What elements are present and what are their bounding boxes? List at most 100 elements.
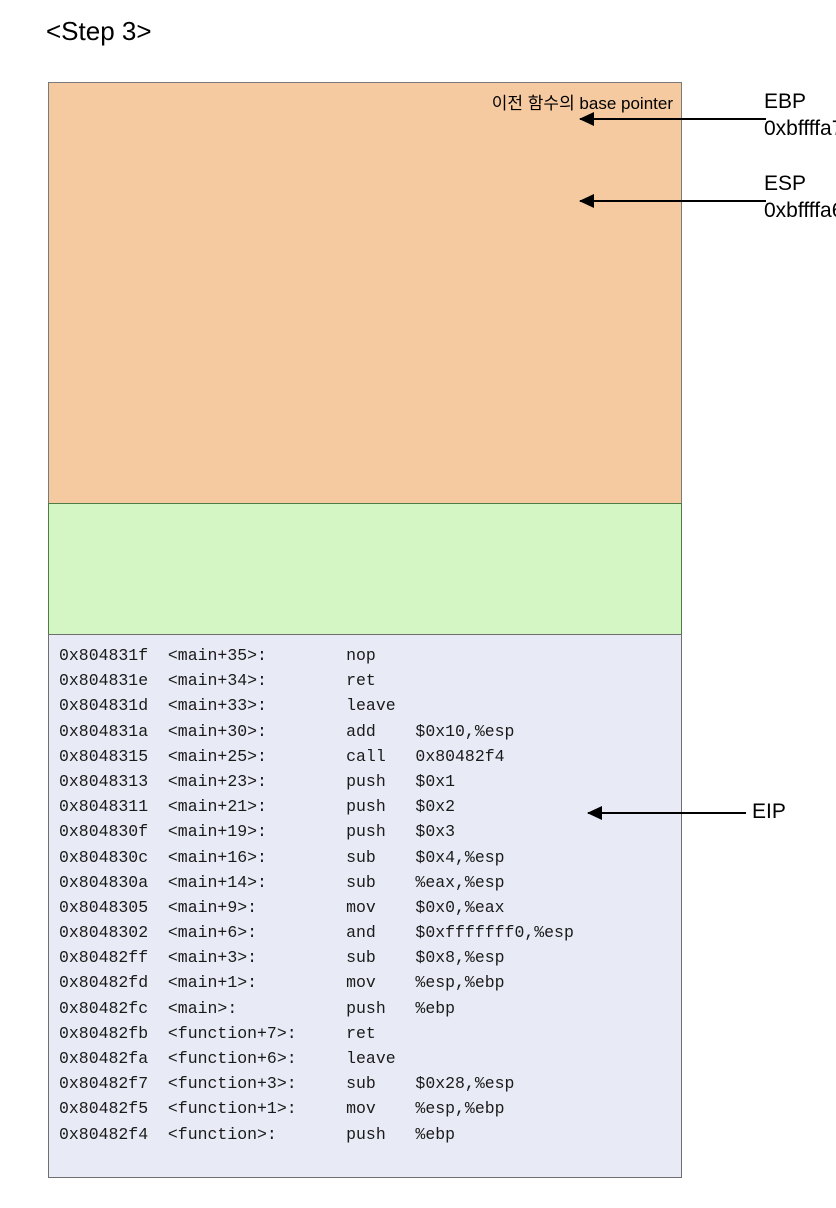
disassembly-operands: $0x28,%esp bbox=[415, 1074, 515, 1094]
disassembly-symbol: <main+30>: bbox=[167, 721, 267, 741]
disassembly-address: 0x804830a bbox=[59, 872, 149, 892]
disassembly-mnemonic: push bbox=[346, 771, 386, 791]
disassembly-row: 0x804830a <main+14>: sub %eax,%esp bbox=[59, 870, 574, 895]
disassembly-symbol: <main+9>: bbox=[167, 897, 258, 917]
disassembly-mnemonic: push bbox=[346, 797, 386, 817]
disassembly-address: 0x8048313 bbox=[59, 771, 149, 791]
stack-segment-orange: 이전 함수의 base pointer bbox=[48, 82, 682, 504]
disassembly-address: 0x804831d bbox=[59, 696, 149, 716]
disassembly-row: 0x804831d <main+33>: leave bbox=[59, 693, 574, 718]
disassembly-mnemonic: leave bbox=[346, 1049, 396, 1068]
disassembly-mnemonic: mov bbox=[346, 897, 376, 917]
disassembly-symbol: <main+1>: bbox=[167, 973, 258, 993]
disassembly-address: 0x80482fd bbox=[59, 973, 149, 993]
disassembly-mnemonic: sub bbox=[346, 1074, 376, 1094]
disassembly-address: 0x80482f5 bbox=[59, 1099, 149, 1119]
disassembly-operands: %ebp bbox=[415, 998, 456, 1018]
eip-annotation: EIP bbox=[752, 798, 786, 825]
disassembly-mnemonic: sub bbox=[346, 847, 376, 867]
disassembly-symbol: <main+19>: bbox=[167, 822, 267, 842]
disassembly-address: 0x8048302 bbox=[59, 923, 149, 943]
disassembly-symbol: <function+7>: bbox=[167, 1023, 297, 1043]
disassembly-panel: 0x804831f <main+35>: nop 0x804831e <main+34>… bbox=[48, 634, 682, 1178]
disassembly-symbol: <main+21>: bbox=[167, 797, 267, 817]
esp-register-label: ESP bbox=[764, 172, 807, 195]
disassembly-mnemonic: sub bbox=[346, 948, 376, 968]
disassembly-mnemonic: nop bbox=[346, 646, 376, 665]
disassembly-symbol: <function>: bbox=[167, 1124, 277, 1144]
disassembly-address: 0x80482fa bbox=[59, 1049, 149, 1068]
disassembly-address: 0x804830c bbox=[59, 847, 149, 867]
disassembly-symbol: <function+6>: bbox=[167, 1049, 297, 1068]
disassembly-symbol: <main+23>: bbox=[167, 771, 267, 791]
disassembly-operands: $0xfffffff0,%esp bbox=[415, 923, 574, 943]
disassembly-row: 0x8048305<main+9>:mov$0x0,%eax bbox=[59, 895, 574, 920]
disassembly-symbol: <main+6>: bbox=[167, 923, 258, 943]
disassembly-mnemonic: sub bbox=[346, 872, 376, 892]
disassembly-row: 0x8048313<main+23>:push$0x1 bbox=[59, 769, 574, 794]
disassembly-row: 0x804830c<main+16>:sub$0x4,%esp bbox=[59, 845, 574, 870]
ebp-register-label: EBP bbox=[764, 90, 807, 113]
disassembly-operands: $0x0,%eax bbox=[415, 897, 505, 917]
ebp-annotation: EBP 0xbffffa78 bbox=[764, 88, 836, 142]
disassembly-address: 0x80482f4 bbox=[59, 1124, 149, 1144]
disassembly-address: 0x804831f bbox=[59, 646, 149, 665]
disassembly-symbol: <main+3>: bbox=[167, 948, 258, 968]
esp-pointer-arrow bbox=[579, 194, 766, 208]
disassembly-symbol: <main+14>: bbox=[167, 872, 267, 892]
disassembly-mnemonic: ret bbox=[346, 1023, 376, 1043]
disassembly-symbol: <main+35>: bbox=[167, 646, 267, 665]
disassembly-symbol: <function+3>: bbox=[167, 1074, 297, 1094]
disassembly-address: 0x804831e bbox=[59, 671, 149, 691]
disassembly-row: 0x804831a <main+30>: add $0x10,%esp bbox=[59, 719, 574, 744]
disassembly-symbol: <main+34>: bbox=[167, 671, 267, 691]
disassembly-mnemonic: add bbox=[346, 721, 376, 741]
disassembly-mnemonic: push bbox=[346, 1124, 386, 1144]
disassembly-address: 0x80482fc bbox=[59, 998, 149, 1018]
disassembly-mnemonic: mov bbox=[346, 973, 376, 993]
eip-pointer-arrow bbox=[587, 806, 746, 820]
disassembly-operands: $0x10,%esp bbox=[415, 721, 515, 741]
disassembly-list: 0x804831f <main+35>: nop 0x804831e <main+34>… bbox=[59, 643, 574, 1147]
disassembly-mnemonic: push bbox=[346, 822, 386, 842]
disassembly-address: 0x80482ff bbox=[59, 948, 149, 968]
stack-diagram: 이전 함수의 base pointer 0x804831f <main+35>: n… bbox=[48, 82, 682, 1178]
disassembly-row: 0x80482fa <function+6>: leave bbox=[59, 1046, 574, 1071]
disassembly-address: 0x80482f7 bbox=[59, 1074, 149, 1094]
disassembly-mnemonic: mov bbox=[346, 1099, 376, 1119]
disassembly-row: 0x80482fc <main>: push %ebp bbox=[59, 996, 574, 1021]
disassembly-address: 0x80482fb bbox=[59, 1023, 149, 1043]
disassembly-symbol: <main+33>: bbox=[167, 696, 267, 716]
disassembly-symbol: <main+16>: bbox=[167, 847, 267, 867]
ebp-address-value: 0xbffffa78 bbox=[764, 117, 836, 140]
disassembly-operands: %eax,%esp bbox=[415, 872, 505, 892]
disassembly-address: 0x8048311 bbox=[59, 797, 149, 817]
disassembly-operands: %ebp bbox=[415, 1124, 456, 1144]
disassembly-operands: $0x3 bbox=[415, 822, 456, 842]
disassembly-mnemonic: leave bbox=[346, 696, 396, 716]
disassembly-operands: $0x8,%esp bbox=[415, 948, 505, 968]
disassembly-symbol: <main+25>: bbox=[167, 746, 267, 766]
esp-address-value: 0xbffffa6c bbox=[764, 199, 836, 222]
disassembly-row: 0x80482fb <function+7>: ret bbox=[59, 1021, 574, 1046]
disassembly-address: 0x804831a bbox=[59, 721, 149, 741]
esp-annotation: ESP 0xbffffa6c bbox=[764, 170, 836, 224]
disassembly-row: 0x804830f <main+19>: push $0x3 bbox=[59, 819, 574, 844]
disassembly-mnemonic: and bbox=[346, 923, 376, 943]
disassembly-mnemonic: call bbox=[346, 746, 386, 766]
disassembly-row: 0x804831e <main+34>: ret bbox=[59, 668, 574, 693]
disassembly-operands: %esp,%ebp bbox=[415, 973, 505, 993]
disassembly-row: 0x804831f <main+35>: nop bbox=[59, 643, 574, 668]
disassembly-row: 0x80482f5<function+1>:mov%esp,%ebp bbox=[59, 1096, 574, 1121]
disassembly-mnemonic: push bbox=[346, 998, 386, 1018]
stack-segment-green bbox=[48, 503, 682, 635]
disassembly-operands: 0x80482f4 bbox=[415, 746, 505, 766]
disassembly-operands: %esp,%ebp bbox=[415, 1099, 505, 1119]
disassembly-symbol: <main>: bbox=[167, 998, 238, 1018]
disassembly-row: 0x8048311<main+21>:push$0x2 bbox=[59, 794, 574, 819]
disassembly-row: 0x80482f7 <function+3>: sub $0x28,%esp bbox=[59, 1071, 574, 1096]
disassembly-mnemonic: ret bbox=[346, 671, 376, 691]
disassembly-address: 0x804830f bbox=[59, 822, 149, 842]
disassembly-row: 0x80482f4 <function>: push %ebp bbox=[59, 1122, 574, 1147]
